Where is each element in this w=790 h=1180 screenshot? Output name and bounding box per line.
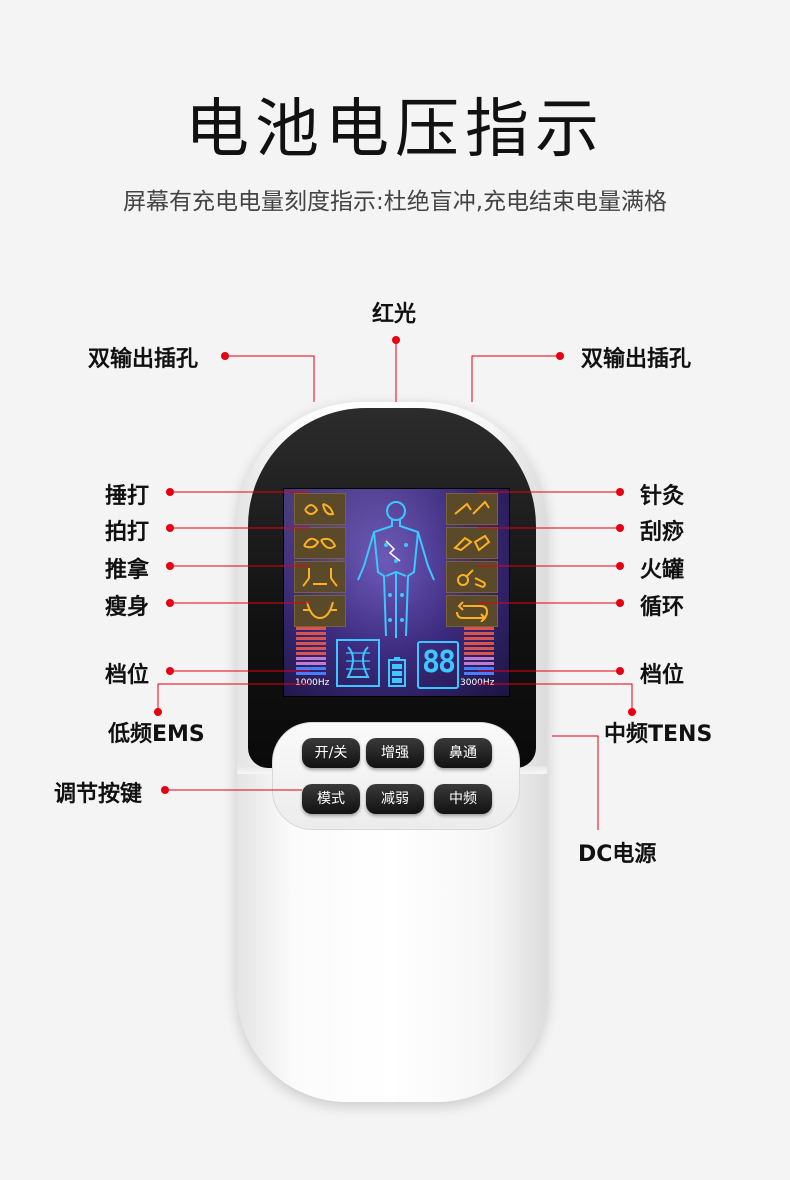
level-bar-segment bbox=[464, 657, 494, 660]
hammer-dot bbox=[166, 488, 174, 496]
level-bar-segment bbox=[296, 632, 326, 635]
circulation-label: 循环 bbox=[640, 595, 685, 620]
level-bar-segment bbox=[464, 667, 494, 670]
acupuncture-dot bbox=[616, 488, 624, 496]
pat-mode-icon bbox=[294, 527, 346, 559]
circulation-mode-icon bbox=[446, 595, 498, 627]
mid-frequency-button[interactable]: 中频 bbox=[434, 784, 492, 814]
circulation-dot bbox=[616, 599, 624, 607]
dual-output-left-label: 双输出插孔 bbox=[88, 347, 199, 372]
low-frequency-readout: 1000Hz bbox=[295, 678, 330, 688]
nose-device-icon bbox=[336, 639, 380, 687]
adjust-keys-dot bbox=[161, 786, 169, 794]
mid-freq-label: 中频TENS bbox=[604, 722, 713, 747]
battery-icon bbox=[388, 657, 406, 687]
dual-output-left-dot bbox=[221, 352, 229, 360]
level-left-label: 档位 bbox=[105, 663, 150, 688]
level-bar-segment bbox=[464, 642, 494, 645]
pat-dot bbox=[166, 524, 174, 532]
lcd-screen: 1000Hz 3000Hz 88 bbox=[283, 488, 510, 697]
level-bar-segment bbox=[296, 637, 326, 640]
level-bar-segment bbox=[464, 647, 494, 650]
acupuncture-label: 针灸 bbox=[640, 484, 685, 509]
acupuncture-mode-icon bbox=[446, 493, 498, 525]
mid-freq-dot bbox=[628, 708, 636, 716]
hammer-label: 捶打 bbox=[105, 484, 150, 509]
left-level-bars bbox=[296, 627, 326, 675]
level-bar-segment bbox=[296, 642, 326, 645]
low-freq-label: 低频EMS bbox=[108, 722, 205, 747]
pat-label: 拍打 bbox=[105, 520, 150, 545]
dual-output-right-label: 双输出插孔 bbox=[581, 347, 692, 372]
level-bar-segment bbox=[296, 667, 326, 670]
level-bar-segment bbox=[464, 632, 494, 635]
level-bar-segment bbox=[464, 637, 494, 640]
push-label: 推拿 bbox=[105, 558, 150, 583]
cupping-label: 火罐 bbox=[640, 558, 685, 583]
nose-button[interactable]: 鼻通 bbox=[434, 738, 492, 768]
red-light-dot bbox=[392, 336, 400, 344]
level-left-dot bbox=[166, 667, 174, 675]
level-bar-segment bbox=[296, 662, 326, 665]
level-right-dot bbox=[616, 667, 624, 675]
slim-dot bbox=[166, 599, 174, 607]
human-body-icon bbox=[357, 501, 435, 638]
push-dot bbox=[166, 562, 174, 570]
hammer-mode-icon bbox=[294, 493, 346, 525]
level-bar-segment bbox=[464, 627, 494, 630]
level-bar-segment bbox=[296, 652, 326, 655]
increase-button[interactable]: 增强 bbox=[366, 738, 424, 768]
adjust-keys-label: 调节按键 bbox=[54, 782, 143, 807]
scraping-mode-icon bbox=[446, 527, 498, 559]
power-button[interactable]: 开/关 bbox=[302, 738, 360, 768]
dc-power-label: DC电源 bbox=[578, 842, 657, 867]
slim-mode-icon bbox=[294, 595, 346, 627]
level-right-label: 档位 bbox=[640, 663, 685, 688]
dual-output-right-dot bbox=[556, 352, 564, 360]
page-subtitle: 屏幕有充电电量刻度指示:杜绝盲冲,充电结束电量满格 bbox=[122, 189, 668, 215]
level-bar-segment bbox=[296, 672, 326, 675]
level-bar-segment bbox=[296, 657, 326, 660]
level-bar-segment bbox=[464, 672, 494, 675]
timer-digits: 88 bbox=[417, 641, 459, 689]
cupping-dot bbox=[616, 562, 624, 570]
mode-button[interactable]: 模式 bbox=[302, 784, 360, 814]
right-level-bars bbox=[464, 627, 494, 675]
page-title: 电池电压指示 bbox=[185, 93, 605, 167]
scraping-label: 刮痧 bbox=[640, 520, 685, 545]
slim-label: 瘦身 bbox=[105, 595, 150, 620]
red-light-label: 红光 bbox=[372, 302, 417, 327]
level-bar-segment bbox=[296, 627, 326, 630]
mid-frequency-readout: 3000Hz bbox=[460, 678, 495, 688]
decrease-button[interactable]: 减弱 bbox=[366, 784, 424, 814]
low-freq-dot bbox=[154, 708, 162, 716]
level-bar-segment bbox=[296, 647, 326, 650]
scraping-dot bbox=[616, 524, 624, 532]
level-bar-segment bbox=[464, 652, 494, 655]
level-bar-segment bbox=[464, 662, 494, 665]
